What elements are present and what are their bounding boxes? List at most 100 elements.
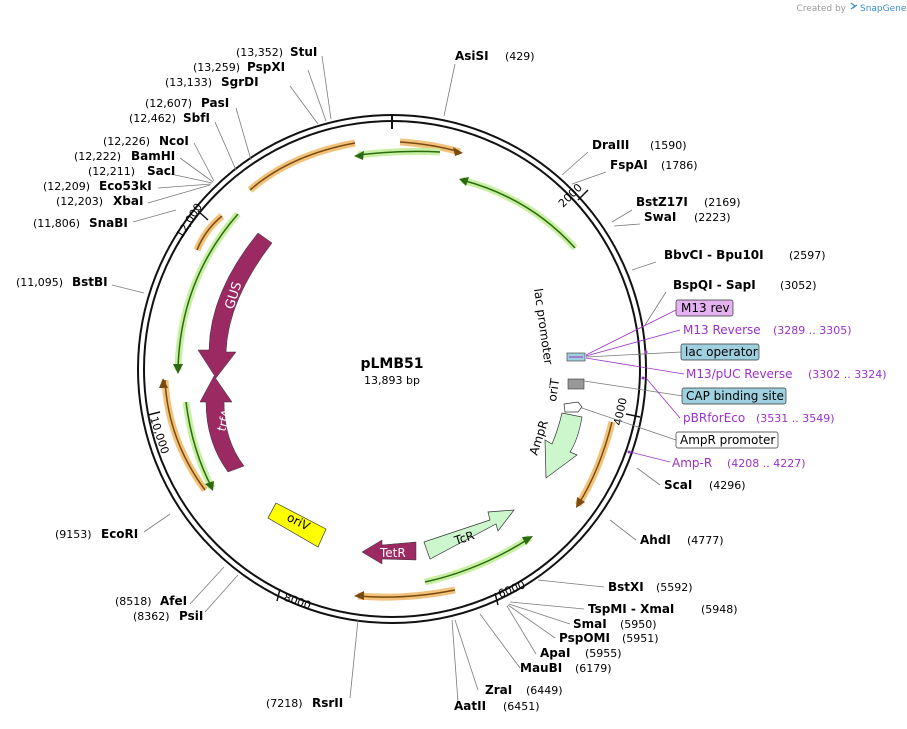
ampr-promoter-box (675, 431, 779, 449)
plasmid-name: pLMB51 (360, 356, 423, 372)
site-eco53ki-pos: (12,209) (43, 180, 90, 193)
site-ncoi-name: NcoI (159, 134, 189, 148)
site-bstz17i-name: BstZ17I (636, 195, 688, 209)
site-tspmi-pos: (5948) (701, 603, 738, 616)
site-bspqi-pos: (3052) (780, 279, 817, 292)
oriv-feature: oriV (267, 502, 327, 548)
lac-operator-box (680, 343, 760, 361)
site-eco53ki-name: Eco53kI (99, 179, 152, 193)
orit-label: oriT (545, 377, 562, 402)
orit-feature (567, 378, 585, 390)
site-ncoi-pos: (12,226) (103, 135, 150, 148)
site-sgrdi-name: SgrDI (221, 75, 259, 89)
site-saci-pos: (12,211) (88, 165, 135, 178)
site-bamhi-name: BamHI (131, 149, 175, 163)
trfa-label: trfA (214, 407, 233, 433)
primer-pbrforeco-name: pBRforEco (683, 411, 745, 425)
cap-site-label: CAP binding site (686, 389, 784, 403)
site-bstbi-pos: (11,095) (16, 276, 63, 289)
site-ecori-name: EcoRI (101, 527, 138, 541)
tcr-label: TcR (452, 528, 477, 548)
site-pspxi-name: PspXI (247, 60, 285, 74)
lac-operator-label: lac operator (685, 345, 758, 359)
lac-promoter-label: lac promoter (531, 287, 556, 365)
tetr-label: TetR (379, 546, 406, 560)
site-fspai-name: FspAI (610, 158, 648, 172)
site-bbvci-pos: (2597) (789, 249, 826, 262)
primer-m13puc-reverse-pos: (3302 .. 3324) (808, 368, 887, 381)
leaders-right (443, 63, 667, 703)
site-tspmi-name: TspMI - XmaI (588, 602, 674, 616)
site-scai-pos: (4296) (709, 479, 746, 492)
site-bstz17i-pos: (2169) (704, 196, 741, 209)
site-rsrii-pos: (7218) (266, 697, 303, 710)
primer-dot-1 (644, 350, 648, 354)
site-snabi-name: SnaBI (89, 216, 128, 230)
tetr-feature: TetR (361, 539, 417, 565)
site-asisi-pos: (429) (505, 50, 535, 63)
tcr-feature: TcR (423, 509, 515, 560)
primer-ampr-name: Amp-R (672, 456, 712, 470)
primer-m13-reverse-name: M13 Reverse (683, 323, 761, 337)
site-draiii-pos: (1590) (650, 139, 687, 152)
site-maubi-pos: (6179) (575, 662, 612, 675)
primer-m13-reverse-pos: (3289 .. 3305) (773, 324, 852, 337)
site-scai-name: ScaI (664, 478, 692, 492)
primer-pbrforeco-pos: (3531 .. 3549) (756, 412, 835, 425)
site-pasi-pos: (12,607) (145, 97, 192, 110)
tick-label-12000: 12,000 (174, 201, 205, 241)
site-pspomi-name: PspOMI (559, 631, 610, 645)
site-saci-name: SacI (147, 164, 175, 178)
site-bamhi-pos: (12,222) (74, 150, 121, 163)
tick-label-6000: 6000 (496, 578, 527, 601)
ampr-promoter-label: AmpR promoter (680, 433, 775, 447)
site-bstxi-name: BstXI (608, 580, 644, 594)
site-asisi-name: AsiSI (455, 49, 489, 63)
site-draiii-name: DraIII (592, 138, 629, 152)
orf-arcs (159, 138, 616, 601)
callout-leaders (581, 309, 685, 463)
site-bspqi-name: BspQI - SapI (673, 278, 756, 292)
primer-dot-2 (641, 376, 645, 380)
site-smai-pos: (5950) (620, 618, 657, 631)
site-psii-pos: (8362) (133, 610, 170, 623)
m13rev-box (675, 299, 734, 317)
site-bbvci-name: BbvCI - Bpu10I (664, 248, 764, 262)
site-pasi-name: PasI (201, 96, 229, 110)
site-apai-name: ApaI (540, 646, 570, 660)
site-xbai-name: XbaI (113, 194, 143, 208)
site-maubi-name: MauBI (520, 661, 562, 675)
orf-arc-4 (247, 139, 356, 193)
site-aatii-pos: (6451) (503, 700, 540, 713)
site-pspxi-pos: (13,259) (193, 61, 240, 74)
site-pspomi-pos: (5951) (622, 632, 659, 645)
site-smai-name: SmaI (573, 617, 607, 631)
ampr-promoter-feature (563, 401, 583, 413)
cap-site-box (681, 387, 787, 405)
site-aatii-name: AatII (454, 699, 486, 713)
site-afei-pos: (8518) (115, 595, 152, 608)
primer-ampr-pos: (4208 .. 4227) (727, 457, 806, 470)
site-apai-pos: (5955) (585, 647, 622, 660)
site-sbfi-pos: (12,462) (129, 112, 176, 125)
brand-text: SnapGene (860, 4, 907, 14)
primer-dot-3 (627, 450, 631, 454)
plasmid-size: 13,893 bp (364, 374, 420, 387)
site-swai-name: SwaI (644, 210, 676, 224)
m13rev-label: M13 rev (681, 301, 730, 315)
site-xbai-pos: (12,203) (56, 195, 103, 208)
orf-arc-7 (161, 379, 208, 493)
tick-label-8000: 8000 (282, 591, 313, 613)
site-bstxi-pos: (5592) (656, 581, 693, 594)
site-sgrdi-pos: (13,133) (165, 76, 212, 89)
site-ahdi-pos: (4777) (687, 534, 724, 547)
site-swai-pos: (2223) (694, 211, 731, 224)
site-zrai-name: ZraI (485, 683, 512, 697)
site-afei-name: AfeI (160, 594, 187, 608)
primer-m13puc-reverse-name: M13/pUC Reverse (686, 367, 793, 381)
lac-operator-marks (566, 352, 586, 362)
site-psii-name: PsiI (179, 609, 203, 623)
site-ahdi-name: AhdI (640, 533, 671, 547)
tick-marks (147, 189, 641, 606)
